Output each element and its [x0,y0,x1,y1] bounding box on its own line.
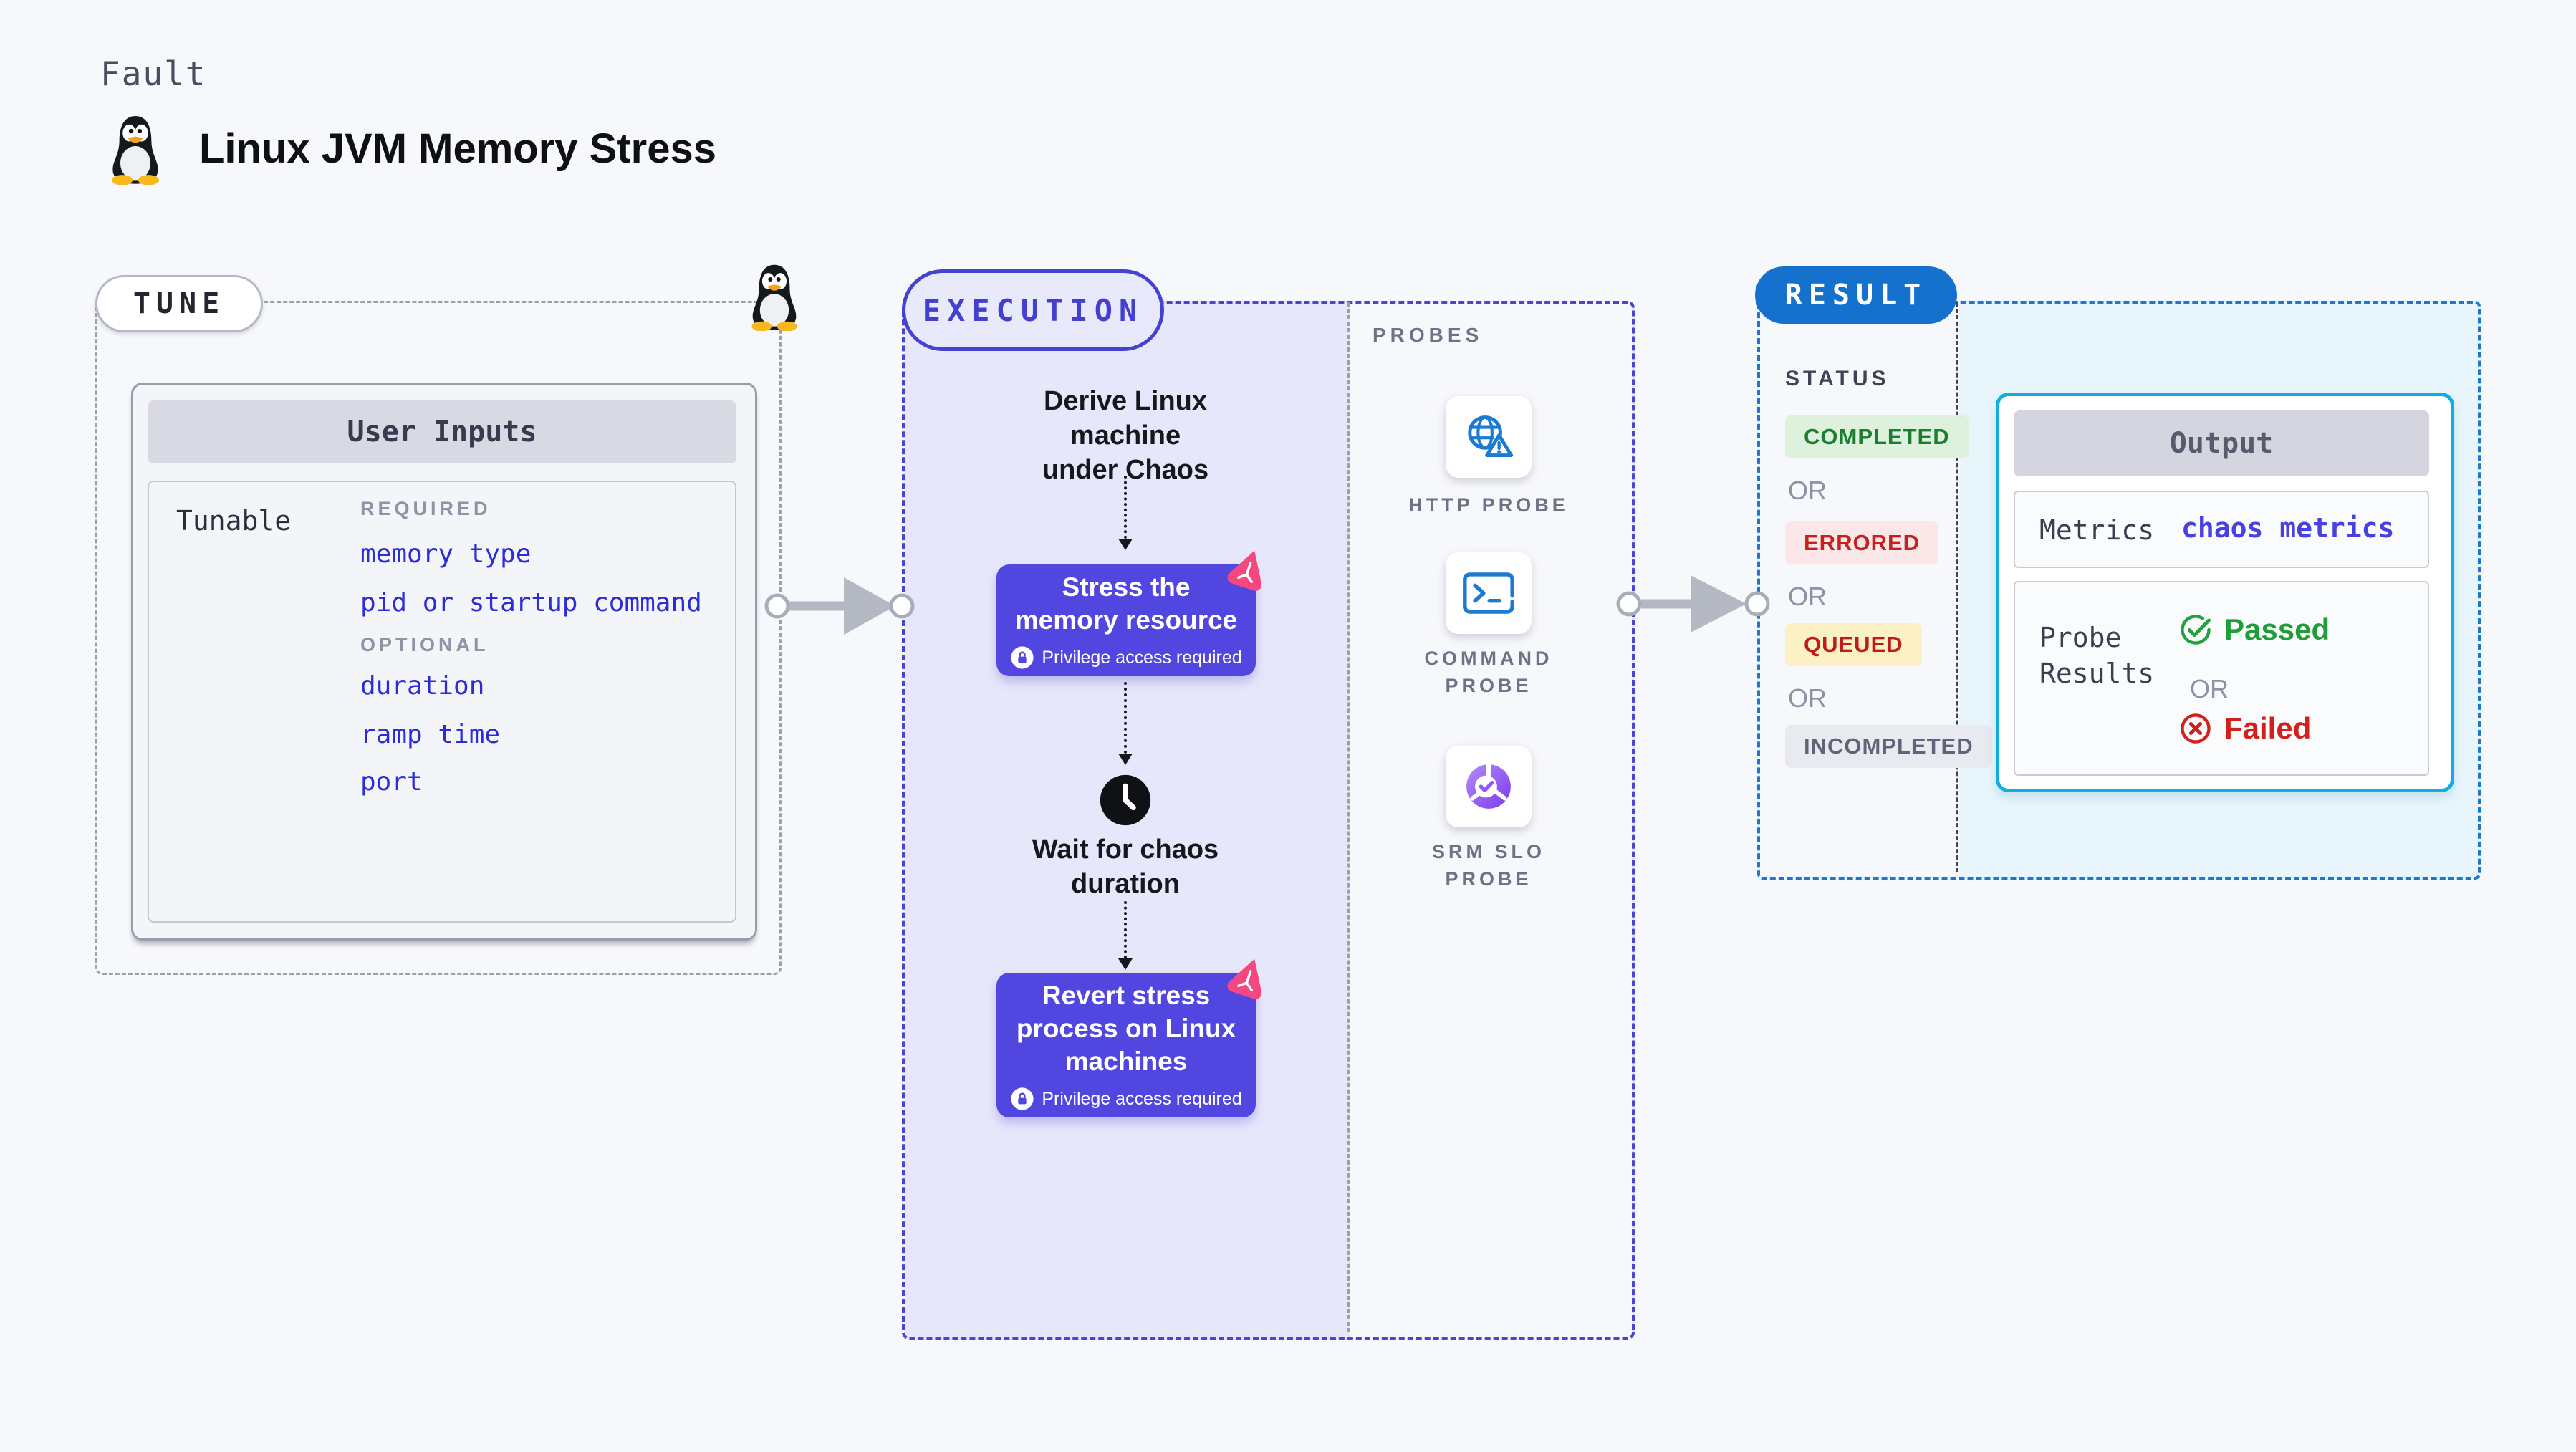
status-output-divider [1956,302,1958,872]
param-memory-type[interactable]: memory type [360,539,532,569]
output-title: Output [2014,410,2429,476]
command-probe-label: COMMAND PROBE [1424,648,1553,696]
failed-verdict: Failed [2178,711,2311,746]
user-inputs-title: User Inputs [148,400,736,463]
output-card: Output Metrics chaos metrics Probe Resul… [1996,393,2454,792]
command-probe-card [1446,552,1532,634]
privilege-note-text: Privilege access required [1042,1088,1242,1109]
x-circle-icon [2178,711,2213,746]
wait-duration-step: Wait for chaos duration [1032,835,1219,899]
lock-icon [1010,645,1034,670]
or-separator: OR [1788,683,1827,713]
result-badge: RESULT [1755,266,1957,324]
or-separator: OR [1788,582,1827,611]
chaos-metrics-link[interactable]: chaos metrics [2181,512,2395,544]
tune-badge: TUNE [95,275,263,332]
derive-machine-step: Derive Linux machine under Chaos [1042,386,1209,485]
stress-memory-label: Stress the memory resource [1014,572,1238,635]
tunable-label: Tunable [176,505,292,537]
arrow-down-icon [1118,958,1133,970]
arrow-down-icon [1118,754,1133,765]
clock-icon [1099,774,1152,827]
user-inputs-card: User Inputs Tunable REQUIRED memory type… [131,383,757,941]
privilege-note: Privilege access required [1010,645,1242,670]
metrics-label: Metrics [2039,514,2155,546]
flow-connector [1115,476,1136,550]
http-probe-card [1446,396,1532,478]
status-badge-queued: QUEUED [1785,623,1922,666]
metrics-row: Metrics chaos metrics [2014,491,2429,568]
or-separator: OR [1788,476,1827,505]
chaos-pinwheel-icon [1226,954,1272,1000]
execution-probes-divider [1347,302,1350,1332]
stress-memory-action: Stress the memory resource Privilege acc… [996,550,1262,676]
status-badge-completed: COMPLETED [1785,415,1969,458]
check-circle-icon [2178,612,2213,647]
srm-slo-probe-card [1446,746,1532,827]
globe-alert-icon [1461,409,1517,465]
failed-label: Failed [2224,711,2312,745]
http-probe-label: HTTP PROBE [1408,494,1569,516]
revert-stress-label: Revert stress process on Linux machines [1016,981,1236,1076]
passed-label: Passed [2224,612,2330,646]
tux-icon [105,113,166,185]
param-ramp-time[interactable]: ramp time [360,720,501,749]
status-label: STATUS [1785,367,1890,390]
probe-results-row: Probe Results Passed OR [2014,581,2429,776]
chaos-pinwheel-icon [1226,546,1272,592]
revert-stress-action: Revert stress process on Linux machines … [996,958,1262,1117]
slo-pie-icon [1461,759,1516,814]
flow-connector [1115,682,1136,765]
probes-label: PROBES [1373,324,1484,346]
param-duration[interactable]: duration [360,671,485,701]
terminal-icon [1461,570,1516,616]
execution-badge: EXECUTION [902,269,1164,351]
tune-section-box [95,301,782,975]
page-title: Linux JVM Memory Stress [199,125,716,172]
arrow-down-icon [1118,539,1133,550]
user-inputs-body: Tunable REQUIRED memory type pid or star… [148,481,736,923]
optional-label: OPTIONAL [360,634,489,655]
lock-icon [1010,1087,1034,1111]
flow-connector [1115,901,1136,970]
required-label: REQUIRED [360,498,491,519]
privilege-note: Privilege access required [1010,1087,1242,1111]
tux-icon-small [745,262,804,331]
privilege-note-text: Privilege access required [1042,647,1242,668]
fault-kicker: Fault [100,54,207,93]
srm-slo-probe-label: SRM SLO PROBE [1431,841,1545,890]
param-port[interactable]: port [360,767,423,797]
status-badge-incompleted: INCOMPLETED [1785,725,1992,768]
or-separator: OR [2190,674,2229,703]
status-badge-errored: ERRORED [1785,521,1939,564]
passed-verdict: Passed [2178,612,2330,647]
param-pid-or-startup-command[interactable]: pid or startup command [360,588,702,617]
probe-results-label: Probe Results [2039,622,2155,689]
